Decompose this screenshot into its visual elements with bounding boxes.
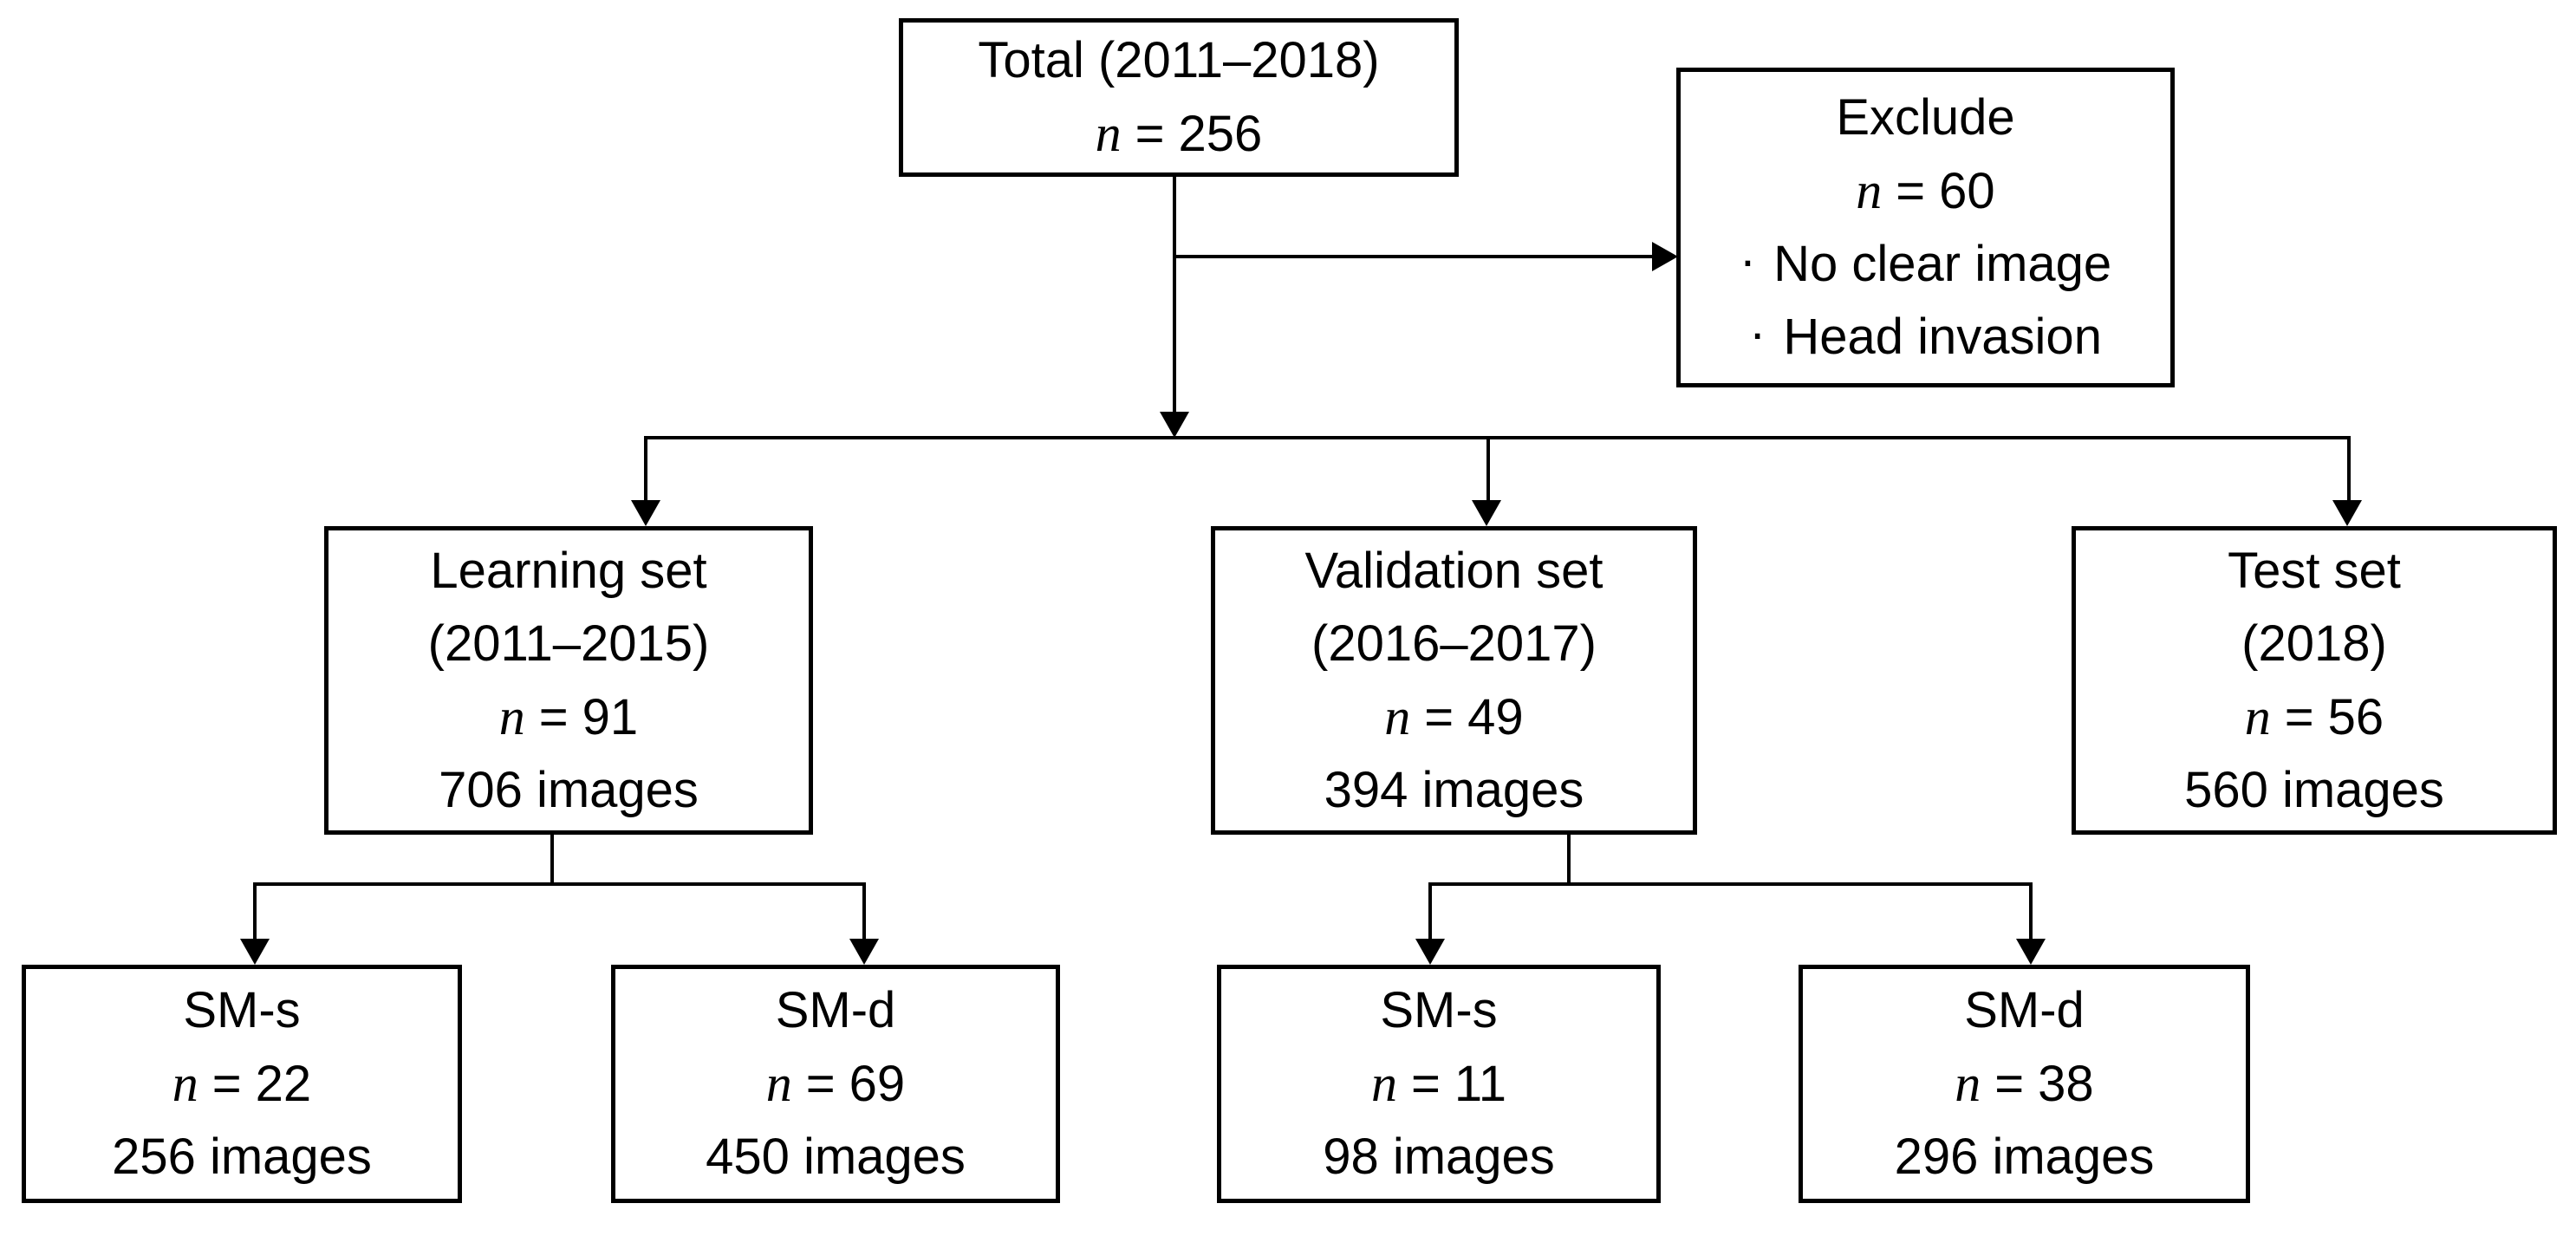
node-years: (2011–2015) (427, 615, 710, 672)
equals-sign: = (538, 688, 569, 745)
connector-learning-exit (550, 835, 554, 886)
arrowhead-down-validation-sm-s (1415, 939, 1445, 965)
connector-drop-validation (1486, 436, 1490, 501)
n-symbol: n (498, 687, 525, 745)
n-count-line: n = 60 (1856, 154, 1994, 228)
equals-sign: = (1410, 1056, 1441, 1112)
n-count-line: n = 91 (499, 680, 638, 754)
n-symbol: n (1856, 162, 1883, 219)
image-count-line: 98 images (1323, 1129, 1555, 1185)
connector-learning-splitter (253, 882, 866, 886)
node-title: Exclude (1836, 89, 2015, 146)
image-count-line: 394 images (1324, 761, 1584, 818)
connector-drop-learning-sm-d (862, 882, 866, 939)
equals-sign: = (1896, 163, 1926, 219)
n-count-line: n = 256 (1096, 97, 1263, 171)
n-count-line: n = 69 (766, 1047, 905, 1121)
n-count-line: n = 22 (172, 1047, 311, 1121)
bullet-icon: · (1739, 232, 1757, 289)
exclusion-item-label: No clear image (1773, 236, 2112, 292)
arrowhead-down-validation (1472, 500, 1501, 526)
n-value: 256 (1178, 106, 1263, 162)
n-symbol: n (1955, 1055, 1981, 1112)
node-test-set: Test set (2018) n = 56 560 images (2072, 526, 2557, 835)
n-symbol: n (1095, 105, 1122, 162)
node-title: Validation set (1304, 542, 1603, 599)
arrowhead-down-learning-sm-s (240, 939, 270, 965)
node-title: Total (2011–2018) (978, 32, 1380, 88)
node-total: Total (2011–2018) n = 256 (899, 18, 1459, 177)
n-value: 69 (849, 1056, 906, 1112)
connector-drop-test (2347, 436, 2351, 501)
node-title: SM-s (1380, 982, 1498, 1038)
connector-drop-learning (644, 436, 647, 501)
n-value: 91 (582, 688, 639, 745)
n-count-line: n = 38 (1955, 1047, 2093, 1121)
n-value: 49 (1467, 688, 1524, 745)
arrowhead-down-validation-sm-d (2016, 939, 2046, 965)
bullet-icon: · (1749, 305, 1766, 361)
n-value: 22 (255, 1056, 312, 1112)
node-validation-set: Validation set (2016–2017) n = 49 394 im… (1211, 526, 1697, 835)
node-title: SM-s (183, 982, 301, 1038)
equals-sign: = (2284, 688, 2314, 745)
connector-drop-validation-sm-s (1428, 882, 1432, 939)
n-count-line: n = 49 (1384, 680, 1523, 754)
connector-drop-learning-sm-s (253, 882, 257, 939)
connector-validation-splitter (1428, 882, 2033, 886)
n-symbol: n (172, 1055, 198, 1112)
exclusion-item: · No clear image (1740, 228, 2111, 301)
node-title: Learning set (430, 542, 707, 599)
n-symbol: n (2244, 687, 2271, 745)
node-sm-s-learning: SM-s n = 22 256 images (22, 965, 462, 1203)
node-title: Test set (2228, 542, 2401, 599)
n-symbol: n (1370, 1055, 1397, 1112)
n-symbol: n (1384, 687, 1411, 745)
equals-sign: = (1424, 688, 1454, 745)
arrowhead-down-test (2332, 500, 2362, 526)
exclusion-item-label: Head invasion (1783, 309, 2102, 365)
image-count-line: 450 images (706, 1129, 966, 1185)
node-learning-set: Learning set (2011–2015) n = 91 706 imag… (324, 526, 813, 835)
n-value: 11 (1454, 1056, 1507, 1112)
equals-sign: = (211, 1056, 242, 1112)
node-sm-s-validation: SM-s n = 11 98 images (1217, 965, 1661, 1203)
node-years: (2018) (2241, 615, 2387, 672)
n-value: 56 (2327, 688, 2384, 745)
node-title: SM-d (1964, 982, 2085, 1038)
exclusion-item: · Head invasion (1749, 301, 2102, 374)
connector-validation-exit (1567, 835, 1571, 886)
equals-sign: = (805, 1056, 836, 1112)
connector-main-splitter (644, 436, 2351, 439)
image-count-line: 256 images (112, 1129, 372, 1185)
n-count-line: n = 56 (2245, 680, 2384, 754)
node-exclude: Exclude n = 60 · No clear image · Head i… (1676, 68, 2175, 387)
connector-total-down (1173, 177, 1176, 414)
node-sm-d-validation: SM-d n = 38 296 images (1799, 965, 2250, 1203)
node-title: SM-d (775, 982, 896, 1038)
n-count-line: n = 11 (1371, 1047, 1506, 1121)
equals-sign: = (1135, 106, 1165, 162)
equals-sign: = (1994, 1056, 2025, 1112)
node-years: (2016–2017) (1311, 615, 1597, 672)
arrowhead-right-exclude (1652, 242, 1678, 271)
connector-to-exclude (1174, 255, 1652, 258)
image-count-line: 706 images (439, 761, 699, 818)
arrowhead-down-learning-sm-d (849, 939, 879, 965)
image-count-line: 560 images (2184, 761, 2444, 818)
arrowhead-down-main-split (1160, 412, 1189, 438)
n-value: 60 (1939, 163, 1995, 219)
connector-drop-validation-sm-d (2029, 882, 2033, 939)
arrowhead-down-learning (631, 500, 660, 526)
image-count-line: 296 images (1894, 1129, 2155, 1185)
n-value: 38 (2038, 1056, 2094, 1112)
node-sm-d-learning: SM-d n = 69 450 images (611, 965, 1060, 1203)
n-symbol: n (765, 1055, 792, 1112)
